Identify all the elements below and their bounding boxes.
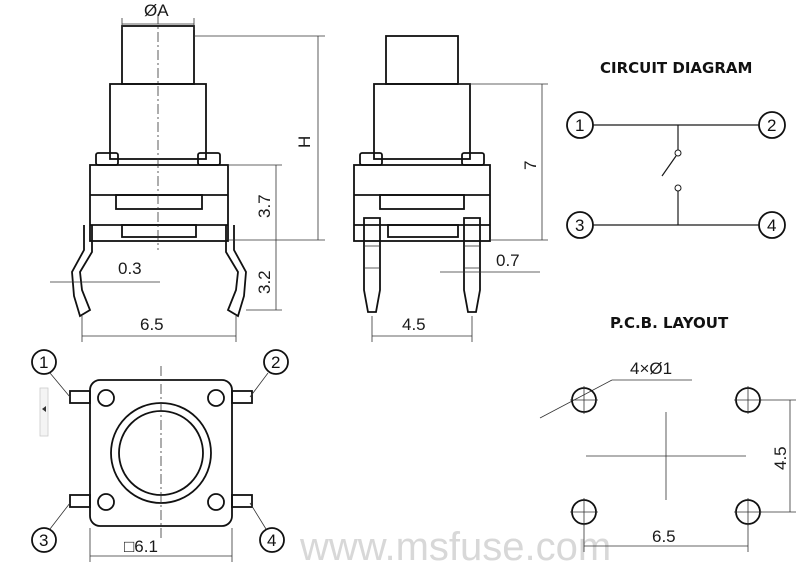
bottom-pin-3: 3 <box>39 531 48 550</box>
circuit-pin-2: 2 <box>767 116 776 135</box>
watermark: www.msfuse.com <box>299 525 611 569</box>
bottom-pin-4: 4 <box>267 531 276 550</box>
dim-0-7: 0.7 <box>496 251 520 270</box>
dia-a-label: ØA <box>144 1 169 20</box>
bottom-pin-2: 2 <box>271 353 280 372</box>
circuit-diagram: CIRCUIT DIAGRAM 1 2 3 4 <box>566 59 786 239</box>
side-handle[interactable] <box>39 387 49 437</box>
dim-7: 7 <box>521 161 540 170</box>
circuit-title: CIRCUIT DIAGRAM <box>600 59 752 77</box>
body-dim-6-1: □6.1 <box>124 537 158 556</box>
h-label: H <box>295 136 314 148</box>
front-view: ØA H 3.7 3.2 0.3 6.5 <box>50 1 325 342</box>
bottom-pin-1: 1 <box>39 353 48 372</box>
side-view: 7 0.7 4.5 <box>353 35 548 342</box>
dim-0-3: 0.3 <box>118 259 142 278</box>
dim-4-5-side: 4.5 <box>402 315 426 334</box>
dim-3-2: 3.2 <box>255 270 274 294</box>
pcb-dim-6-5: 6.5 <box>652 527 676 546</box>
holes-label: 4×Ø1 <box>630 359 672 378</box>
pcb-dim-4-5: 4.5 <box>771 446 790 470</box>
triangle-left-icon <box>42 406 46 412</box>
circuit-pin-3: 3 <box>575 216 584 235</box>
bottom-view: 1 2 3 4 □6.1 <box>31 349 289 562</box>
dim-3-7: 3.7 <box>255 194 274 218</box>
pcb-layout: P.C.B. LAYOUT 4×Ø1 4.5 6.5 <box>539 314 796 552</box>
circuit-pin-1: 1 <box>575 116 584 135</box>
circuit-pin-4: 4 <box>767 216 776 235</box>
dim-6-5-top: 6.5 <box>140 315 164 334</box>
pcb-title: P.C.B. LAYOUT <box>610 314 729 332</box>
